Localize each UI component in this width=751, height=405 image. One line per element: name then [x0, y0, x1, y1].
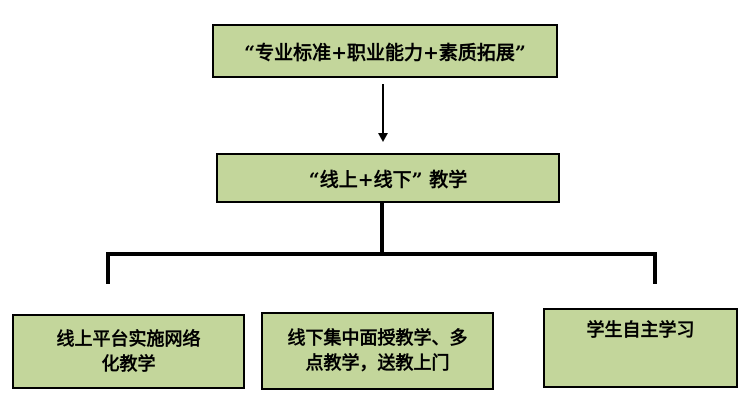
down-arrow-head-icon — [378, 133, 388, 142]
node-bottom-center: 线下集中面授教学、多 点教学，送教上门 — [261, 312, 494, 390]
node-middle-label: “线上+线下” 教学 — [308, 168, 468, 191]
connector-vertical-trunk — [380, 203, 384, 256]
node-top-label: “专业标准+职业能力+素质拓展” — [244, 41, 526, 64]
connector-horizontal-bar — [106, 252, 657, 256]
node-bottom-left-label: 线上平台实施网络 化教学 — [56, 328, 201, 375]
connector-left-stub — [106, 252, 110, 284]
node-bottom-center-label: 线下集中面授教学、多 点教学，送教上门 — [287, 328, 468, 374]
connector-right-stub — [653, 252, 657, 284]
node-bottom-right: 学生自主学习 — [543, 308, 738, 388]
node-middle: “线上+线下” 教学 — [216, 153, 560, 203]
node-bottom-right-label: 学生自主学习 — [586, 320, 695, 341]
node-top: “专业标准+职业能力+素质拓展” — [212, 24, 558, 78]
down-arrow-connector — [382, 84, 384, 134]
node-bottom-left: 线上平台实施网络 化教学 — [12, 314, 245, 389]
